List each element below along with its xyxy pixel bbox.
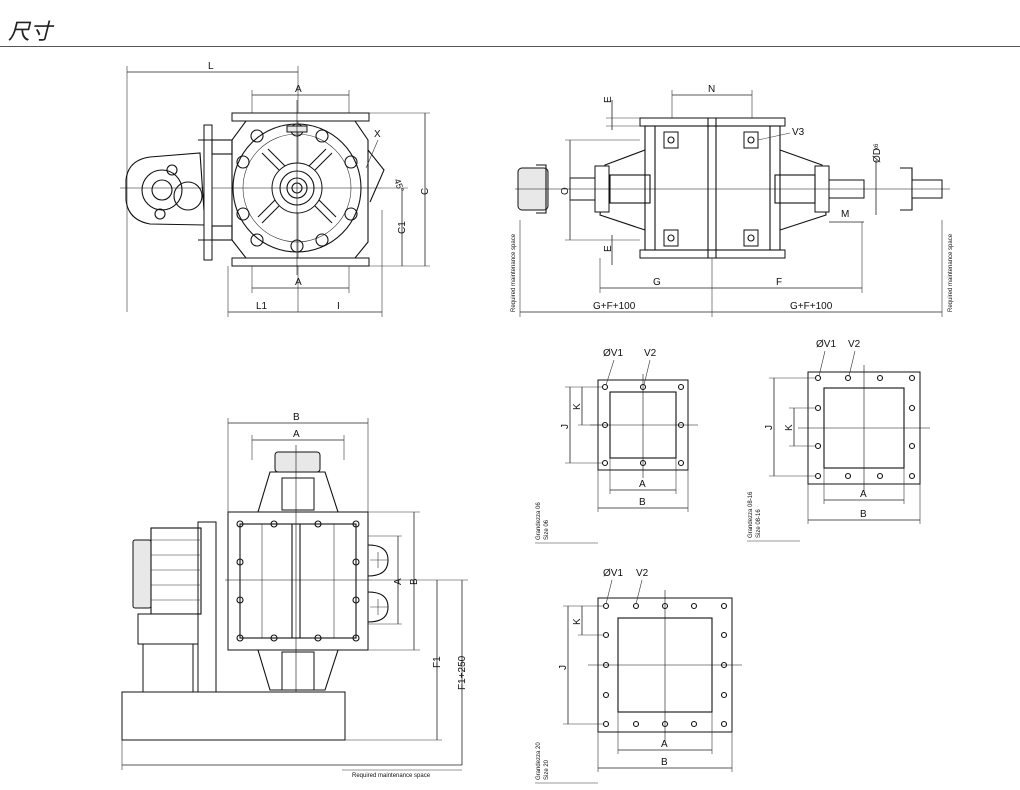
size06-a: A [639,479,646,490]
dim-label-i: I [337,301,340,312]
size06-ov1: ØV1 [603,348,623,359]
dim-label-e-bottom: E [603,245,614,252]
maint-label-bottom: Required maintenance space [352,773,431,779]
dim-label-n: N [708,84,715,95]
dim-label-l: L [208,61,214,72]
dim-label-f: F [776,277,782,288]
front-view: L A [120,61,431,317]
size20-ov1: ØV1 [603,568,623,579]
side-dim-label-f1: F1 [432,656,443,668]
size20-label-en: Size 20 [544,759,550,780]
size06-k: K [572,403,583,410]
flange-size-20: ØV1 V2 J K A B Grandezza 20 Size 20 [535,568,742,784]
size06-v2: V2 [644,348,657,359]
size20-label-it: Grandezza 20 [536,742,542,780]
dim-label-m: M [841,209,849,220]
maint-label-left: Required maintenance space [511,233,517,312]
maint-label-right: Required maintenance space [948,233,954,312]
top-view: N E V3 [511,84,954,317]
flange-size-08-16: ØV1 V2 J K A B Grandezza 08-16 Size 08-1… [747,339,930,542]
dim-label-od-sup: k6 [874,143,880,150]
side-dim-label-f1-250: F1+250 [457,655,468,690]
size0816-b: B [860,509,867,520]
dim-label-l1: L1 [256,301,268,312]
size20-v2: V2 [636,568,649,579]
size06-j: J [560,424,571,429]
dim-label-o: O [560,187,571,195]
size20-k: K [572,618,583,625]
angle-label: 45° [392,177,406,194]
size20-b: B [661,757,668,768]
flange-size-06: ØV1 V2 J K A B Grandezza 06 Size 06 [535,348,698,544]
title-divider [0,46,1020,47]
size0816-a: A [860,489,867,500]
size06-label-en: Size 06 [544,519,550,540]
size20-a: A [661,739,668,750]
dim-label-a-bottom: A [295,277,302,288]
size0816-k: K [784,424,795,431]
side-view: B A [121,412,468,779]
dim-label-gf100-right: G+F+100 [790,301,833,312]
size06-label-it: Grandezza 06 [536,502,542,540]
dim-label-od: ØD [872,148,883,163]
dim-label-g: G [653,277,661,288]
dim-label-x: X [374,129,381,140]
side-dim-label-b-vert: B [409,578,420,585]
dim-label-v3: V3 [792,127,805,138]
side-dim-label-b: B [293,412,300,423]
dim-label-a-top: A [295,84,302,95]
page-title: 尺寸 [8,20,53,45]
dim-label-gf100-left: G+F+100 [593,301,636,312]
dim-label-c1: C1 [397,221,408,234]
side-dim-label-a-vert: A [393,578,404,585]
size20-j: J [558,665,569,670]
size0816-v2: V2 [848,339,861,350]
size0816-j: J [764,425,775,430]
size06-b: B [639,497,646,508]
size0816-label-en: Size 08-16 [756,509,762,538]
dim-label-c: C [420,188,431,195]
size0816-label-it: Grandezza 08-16 [748,491,754,538]
side-dim-label-a: A [293,429,300,440]
size0816-ov1: ØV1 [816,339,836,350]
dim-label-e-top: E [603,96,614,103]
